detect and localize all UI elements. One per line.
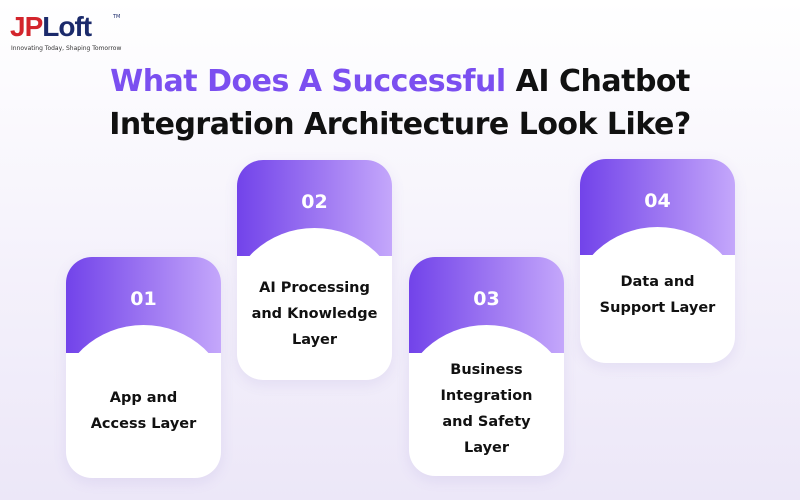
card-label: Business Integration and Safety Layer — [440, 362, 533, 456]
card-label: AI Processing and Knowledge Layer — [251, 280, 378, 348]
card-02: 02 AI Processing and Knowledge Layer — [237, 160, 392, 380]
logo-trademark: TM — [113, 14, 121, 20]
card-04: 04 Data and Support Layer — [580, 159, 735, 363]
card-01: 01 App and Access Layer — [66, 257, 221, 478]
logo-tagline: Innovating Today, Shaping Tomorrow — [11, 45, 122, 52]
card-03: 03 Business Integration and Safety Layer — [409, 257, 564, 476]
card-number: 01 — [130, 288, 157, 310]
card-number: 02 — [301, 191, 328, 213]
card-number: 03 — [473, 288, 500, 310]
jploft-logo: JPLoft TM Innovating Today, Shaping Tomo… — [10, 12, 130, 62]
card-label: Data and Support Layer — [599, 274, 716, 316]
page-title-line-1: What Does A Successful AI Chatbot — [0, 61, 800, 103]
card-label: App and Access Layer — [90, 390, 197, 432]
logo-jp: JP — [10, 11, 43, 42]
logo-loft: Loft — [42, 11, 92, 42]
title-rest: AI Chatbot — [515, 64, 691, 99]
title-accent: What Does A Successful — [110, 64, 506, 99]
page-title-line-2: Integration Architecture Look Like? — [109, 107, 691, 142]
logo-wordmark: JPLoft — [10, 11, 92, 42]
card-number: 04 — [644, 190, 671, 212]
